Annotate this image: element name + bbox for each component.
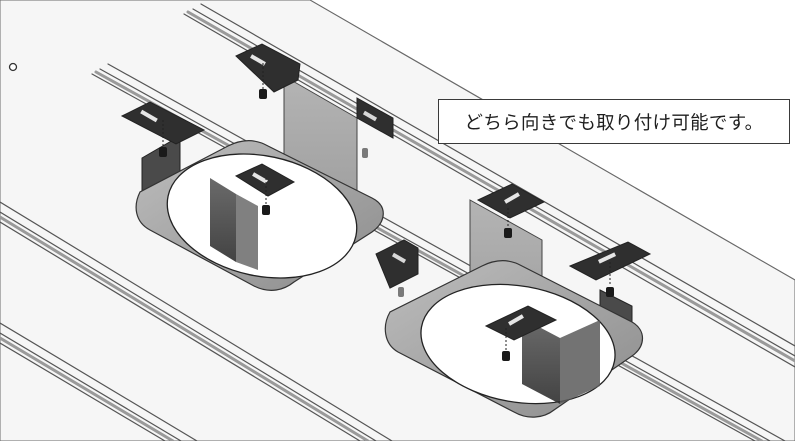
orientation-callout: どちら向きでも取り付け可能です。 [438,99,790,144]
rail-bottom [0,322,198,441]
rail-middle [91,63,786,441]
ceiling-rails [0,3,795,441]
ceiling-hole [8,62,18,72]
screws-right [398,208,614,361]
mounting-bracket-right [375,183,652,418]
callout-text: どちら向きでも取り付け可能です。 [464,112,764,134]
rail-lower [0,201,393,441]
mounting-bracket-left [120,43,394,291]
screws-left [159,63,368,215]
